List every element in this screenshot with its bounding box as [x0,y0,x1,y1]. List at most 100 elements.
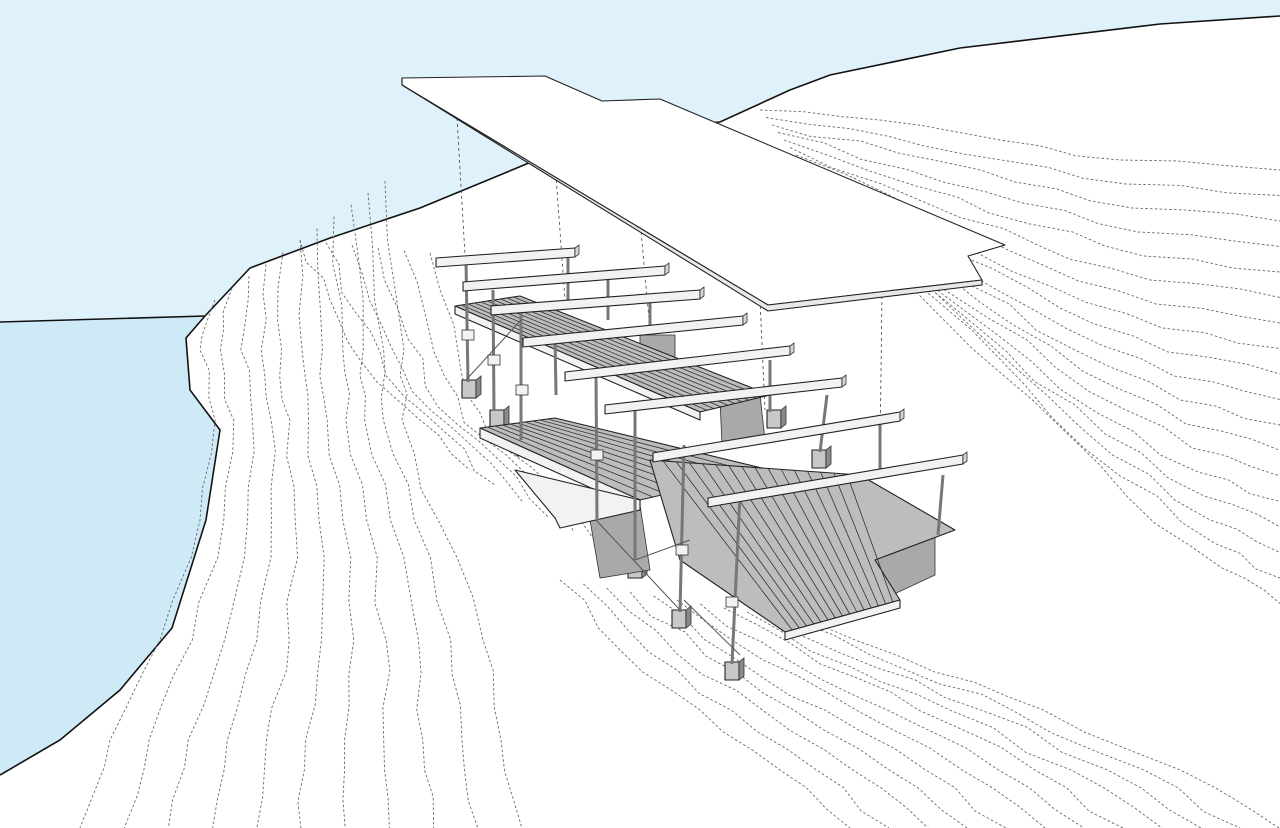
contour-line [559,579,851,828]
deck-slat [494,425,667,495]
steel-post [818,394,829,453]
contour-line [167,276,255,828]
deck-slat [794,470,865,611]
cross-brace [683,599,741,656]
contour-line [789,147,1280,298]
contour-line [212,264,276,828]
deck-slat [474,302,722,408]
contour-line [783,139,1280,273]
contour-line [771,124,1280,222]
contour-line [384,180,523,828]
steel-post [678,444,686,613]
deck-edge [454,305,701,421]
roof-beam-end [699,286,705,300]
deck-slat [662,460,793,631]
roof-beam-end [789,342,795,356]
steel-post [464,261,470,383]
roof-beam-end [962,451,968,465]
roof-panel [401,75,1006,312]
roof-beam-end [899,408,905,422]
roof-beam-end [664,262,670,276]
deck-slat [513,296,764,398]
contour-line [759,109,1280,171]
contour-line [583,583,890,828]
post-bracket [675,544,689,556]
contour-line [817,623,1280,828]
deck-slat [493,299,743,403]
deck-slat [547,418,758,474]
contour-line [700,603,1085,828]
footing-side [825,445,832,469]
deck-edge [784,599,901,641]
deck-slat [702,463,815,625]
deck-slat [820,472,879,607]
contour-line [350,204,435,828]
steel-post [730,494,742,665]
contour-line [325,242,497,486]
deck-slat [500,298,750,401]
contour-line [777,132,1280,247]
water-area [0,316,220,775]
deck-edge [514,469,641,529]
footing-side [780,405,787,429]
contour-line [377,247,549,518]
deck-slat [467,303,715,409]
cross-brace [465,319,522,381]
footing-block [461,379,477,399]
contour-line [123,287,235,828]
steel-post [553,334,558,396]
contour-line [855,229,1280,579]
terrain-contour-lines [79,109,1280,828]
footing-block [811,449,827,469]
deck-slat [780,469,858,613]
steel-post [936,474,945,536]
contour-line [831,199,1280,477]
roof-beam-end [574,244,580,258]
contour-line [629,591,968,828]
deck-slat [807,471,872,609]
contour-line [256,252,299,828]
roof-beams [435,244,968,508]
contour-line [765,117,1280,196]
deck-slat [506,297,757,399]
projection-line [456,117,466,256]
footing-block [724,661,740,681]
post-bracket [461,329,475,341]
roof-edge [401,77,983,312]
cross-brace [634,539,691,561]
deck-slat [689,462,807,627]
footing-block [671,609,687,629]
contour-line [849,222,1280,553]
pavilion-structure [401,75,1006,681]
deck-slat [846,473,894,603]
post-bracket [590,449,604,461]
roof-beam-end [841,374,847,388]
deck-slat [487,300,736,404]
contour-line [843,214,1280,528]
roof-beam-end [742,312,748,326]
contour-line [861,237,1280,604]
post-bracket [487,354,501,366]
post-bracket [515,384,529,396]
contour-line [653,595,1007,828]
contour-line [793,619,1241,828]
contour-line [299,239,471,471]
contour-line [837,207,1280,502]
cross-brace [595,519,681,611]
footing-side [685,605,692,629]
footing-side [738,657,745,681]
deck-slat [715,464,822,623]
terrain-area [0,16,1280,828]
steel-posts [461,255,945,665]
contour-line [316,228,355,828]
contour-line [79,299,216,828]
deck-slat [461,304,708,411]
contour-line [351,245,523,502]
deck-slat [487,426,654,498]
contour-line [746,611,1163,828]
footing-block [766,409,782,429]
deck-slat [833,472,886,605]
footing-side [475,375,482,399]
post-bracket [725,596,739,608]
